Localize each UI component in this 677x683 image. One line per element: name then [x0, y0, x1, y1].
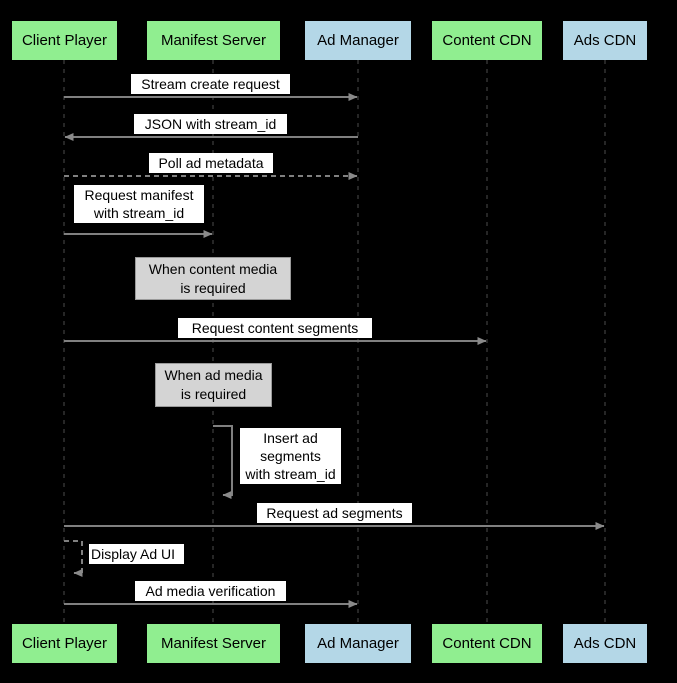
- participant-label: Client Player: [21, 32, 108, 49]
- participant-label: Manifest Server: [160, 32, 267, 49]
- participant-label: Content CDN: [442, 635, 532, 652]
- message-label-display-ad-ui: Display Ad UI: [89, 544, 184, 564]
- participant-foot-ad-manager[interactable]: Ad Manager: [305, 624, 411, 663]
- message-label-stream-create-request: Stream create request: [131, 74, 290, 94]
- message-label-ad-media-verification: Ad media verification: [135, 581, 286, 601]
- participant-label: Manifest Server: [160, 635, 267, 652]
- message-label-request-manifest: Request manifest with stream_id: [74, 185, 204, 223]
- participant-head-ads-cdn[interactable]: Ads CDN: [563, 21, 647, 60]
- message-arrow-group: [64, 93, 605, 608]
- participant-label: Ads CDN: [573, 32, 637, 49]
- message-arrow-insert-ad-segments: [213, 425, 233, 499]
- participant-label: Client Player: [21, 635, 108, 652]
- participant-label: Ads CDN: [573, 635, 637, 652]
- participant-label: Content CDN: [442, 32, 532, 49]
- participant-head-content-cdn[interactable]: Content CDN: [432, 21, 542, 60]
- note-when-ad-media-required: When ad media is required: [155, 363, 272, 407]
- note-when-content-media-required: When content media is required: [135, 257, 291, 300]
- participant-foot-client-player[interactable]: Client Player: [12, 624, 117, 663]
- message-label-request-ad-segments: Request ad segments: [257, 503, 412, 523]
- participant-foot-ads-cdn[interactable]: Ads CDN: [563, 624, 647, 663]
- message-label-insert-ad-segments: Insert ad segments with stream_id: [240, 428, 341, 484]
- message-label-json-with-stream-id: JSON with stream_id: [134, 114, 287, 134]
- participant-head-ad-manager[interactable]: Ad Manager: [305, 21, 411, 60]
- participant-label: Ad Manager: [317, 32, 399, 49]
- participant-label: Ad Manager: [317, 635, 399, 652]
- participant-foot-content-cdn[interactable]: Content CDN: [432, 624, 542, 663]
- message-label-request-content-segments: Request content segments: [178, 318, 372, 338]
- participant-head-client-player[interactable]: Client Player: [12, 21, 117, 60]
- participant-head-manifest-server[interactable]: Manifest Server: [147, 21, 280, 60]
- participant-foot-manifest-server[interactable]: Manifest Server: [147, 624, 280, 663]
- message-label-poll-ad-metadata: Poll ad metadata: [149, 153, 273, 173]
- message-arrow-display-ad-ui: [64, 540, 83, 577]
